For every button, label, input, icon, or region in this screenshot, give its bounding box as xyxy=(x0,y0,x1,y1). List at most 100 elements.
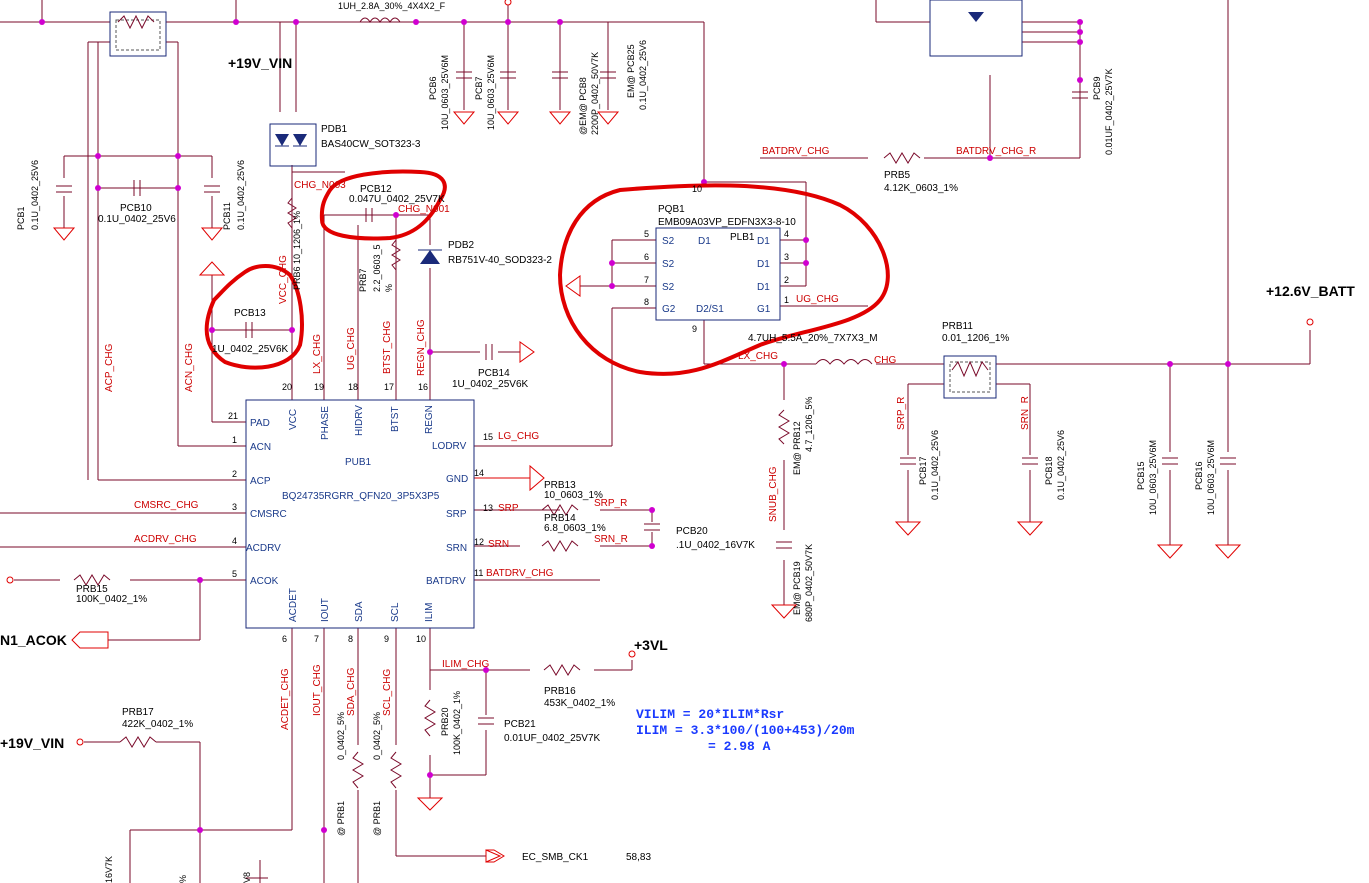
mosfet-pin-name: S2 xyxy=(662,282,675,293)
ic-pin-num: 14 xyxy=(474,468,484,478)
net-vin: +19V_VIN xyxy=(228,55,292,71)
net-scl: SCL_CHG xyxy=(382,669,393,716)
ic-pin-name: PHASE xyxy=(320,406,331,440)
pcb15-val: 10U_0603_25V6M xyxy=(1148,440,1158,515)
ic-labels: PUB1 BQ24735RGRR_QFN20_3P5X3P5 PAD ACN A… xyxy=(228,382,493,644)
junction-dots xyxy=(39,19,1231,833)
ic-pin-name: ACN xyxy=(250,442,271,453)
pcb15-ref: PCB15 xyxy=(1136,461,1146,490)
ic-pin-name: SRP xyxy=(446,509,467,520)
mosfet-pin-num: 6 xyxy=(644,252,649,262)
pcb21-ref: PCB21 xyxy=(504,719,536,730)
page-ref: 58,83 xyxy=(626,852,651,863)
ic-pin-name: ACOK xyxy=(250,576,279,587)
ic-pin-num: 3 xyxy=(232,502,237,512)
mosfet-body xyxy=(655,227,781,321)
net-lx-chg: LX_CHG xyxy=(312,334,323,374)
ic-pin-num: 5 xyxy=(232,569,237,579)
prb15-val: 100K_0402_1% xyxy=(76,594,147,605)
ic-pin-num: 11 xyxy=(474,568,483,578)
ic-pin-name: BATDRV xyxy=(426,576,466,587)
wires xyxy=(0,0,1311,883)
mosfet-pin-num: 3 xyxy=(784,252,789,262)
prb20-val: 100K_0402_1% xyxy=(452,691,462,755)
top-inductor-label: 1UH_2.8A_30%_4X4X2_F xyxy=(338,1,446,11)
ic-pin-name: SDA xyxy=(354,601,365,622)
ic-pin-num: 19 xyxy=(314,382,324,392)
prb1b-ref: @ PRB1 xyxy=(372,801,382,836)
net-3vl: +3VL xyxy=(634,637,668,653)
plb1-val: 4.7UH_5.5A_20%_7X7X3_M xyxy=(748,333,878,344)
mosfet-pin-num: 1 xyxy=(784,295,789,305)
pcb14-ref: PCB14 xyxy=(478,368,510,379)
pcb14-val: 1U_0402_25V6K xyxy=(452,379,529,390)
component-bodies xyxy=(6,0,1314,863)
pdb1-part: BAS40CW_SOT323-3 xyxy=(321,139,421,150)
net-ug-chg: UG_CHG xyxy=(796,294,839,305)
net-ilim: ILIM_CHG xyxy=(442,659,489,670)
ic-pin-name: ACDRV xyxy=(246,543,281,554)
ic-pin-name: IOUT xyxy=(320,598,331,622)
net-srp-r: SRP_R xyxy=(594,498,627,509)
ic-pin-name: PAD xyxy=(250,418,270,429)
pcb7-val: 10U_0603_25V6M xyxy=(486,55,496,130)
ic-pin-num: 8 xyxy=(348,634,353,644)
pcb11-val: 0.1U_0402_25V6 xyxy=(236,160,246,230)
net-iout: IOUT_CHG xyxy=(312,664,323,716)
prb5-val: 4.12K_0603_1% xyxy=(884,183,958,194)
ic-pin-num: 2 xyxy=(232,469,237,479)
pcb20-ref: PCB20 xyxy=(676,526,708,537)
pcb25-ref: EM@ PCB25 xyxy=(626,44,636,98)
ic-pin-num: 6 xyxy=(282,634,287,644)
prb12-val: 4.7_1206_5% xyxy=(804,396,814,452)
pcb13-ref: PCB13 xyxy=(234,308,266,319)
net-batdrv-r: BATDRV_CHG_R xyxy=(956,146,1036,157)
mosfet-pin-num: 4 xyxy=(784,229,789,239)
pcb25-val: 0.1U_0402_25V6 xyxy=(638,40,648,110)
mosfet-pin-name: G2 xyxy=(662,304,676,315)
ground-symbols xyxy=(52,111,1242,811)
pcb1-val: 0.1U_0402_25V6 xyxy=(30,160,40,230)
pcb21-val: 0.01UF_0402_25V7K xyxy=(504,733,601,744)
prb12-ref: EM@ PRB12 xyxy=(792,421,802,475)
pdb1-ref: PDB1 xyxy=(321,124,348,135)
ic-pin-num: 13 xyxy=(483,503,493,513)
prb11-ref: PRB11 xyxy=(942,321,973,332)
pcb10-ref: PCB10 xyxy=(120,203,152,214)
formula-line-2: ILIM = 3.3*100/(100+453)/20m xyxy=(636,723,855,738)
prb11-val: 0.01_1206_1% xyxy=(942,333,1009,344)
net-vcc-chg: VCC_CHG xyxy=(278,255,289,304)
pcb17-ref: PCB17 xyxy=(918,456,928,485)
net-lx-chg-right: LX_CHG xyxy=(738,351,778,362)
net-lg-chg: LG_CHG xyxy=(498,431,539,442)
mosfet-pin-name: D1 xyxy=(757,259,770,270)
pcb18-ref: PCB18 xyxy=(1044,456,1054,485)
prb17-ref: PRB17 xyxy=(122,707,154,718)
mosfet-pin-num: 2 xyxy=(784,275,789,285)
ic-pin-num: 1 xyxy=(232,435,237,445)
ic-pin-name: CMSRC xyxy=(250,509,287,520)
net-chg-n001: CHG_N001 xyxy=(398,204,450,215)
pcb11-ref: PCB11 xyxy=(222,202,232,230)
ic-pin-name: ACP xyxy=(250,476,271,487)
net-srn-r: SRN_R xyxy=(594,534,628,545)
net-acn-chg: ACN_CHG xyxy=(184,343,195,392)
net-acok: N1_ACOK xyxy=(0,632,67,648)
pcb9-val: 0.01UF_0402_25V7K xyxy=(1104,68,1114,155)
ic-pin-name: GND xyxy=(446,474,468,485)
net-acdrv: ACDRV_CHG xyxy=(134,534,197,545)
pcb12-ref: PCB12 xyxy=(360,184,392,195)
formula-line-3: = 2.98 A xyxy=(708,739,771,754)
prb5-ref: PRB5 xyxy=(884,170,911,181)
mosfet-pin-name: S2 xyxy=(662,259,675,270)
pcb20-val: .1U_0402_16V7K xyxy=(676,540,755,551)
mosfet-pin-name: G1 xyxy=(757,304,771,315)
ic-pin-num: 16 xyxy=(418,382,428,392)
mosfet-part: EMB09A03VP_EDFN3X3-8-10 xyxy=(658,217,796,228)
mosfet-pin-name: D1 xyxy=(757,236,770,247)
prb20-ref: PRB20 xyxy=(440,707,450,736)
mosfet-ref: PQB1 xyxy=(658,204,685,215)
prb7-val: 2.2_0603_5 xyxy=(372,244,382,292)
